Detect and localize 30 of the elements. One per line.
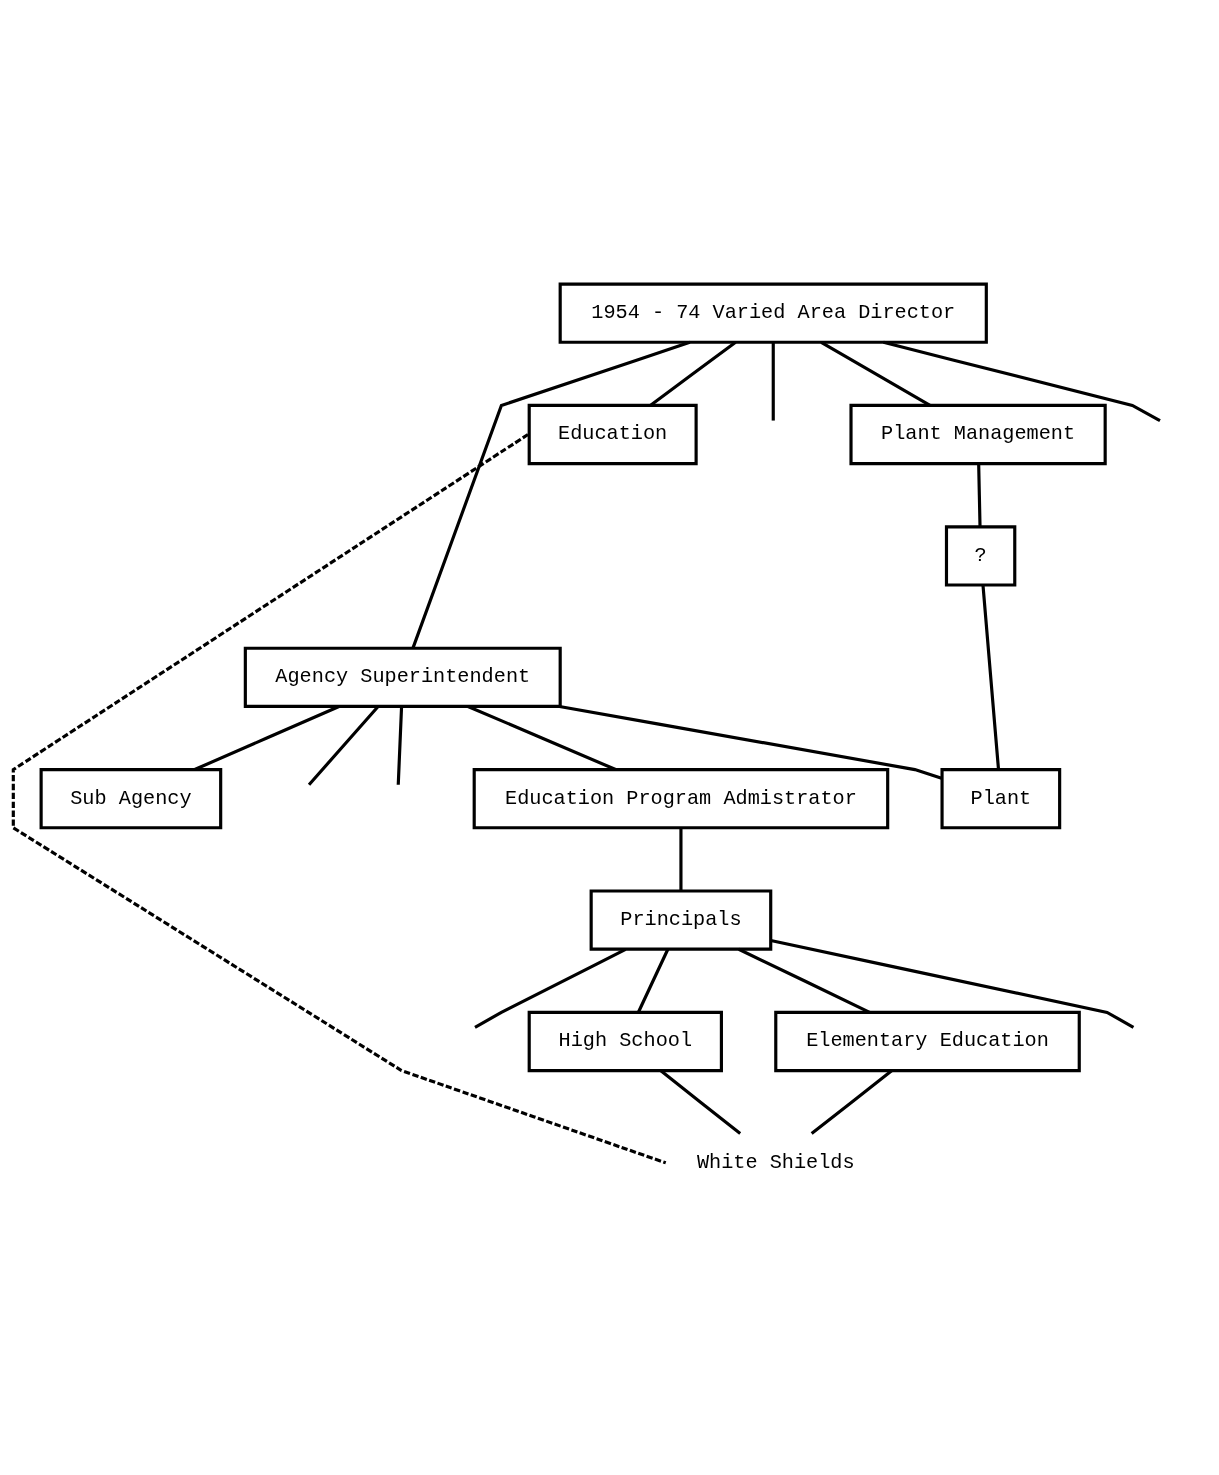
connector <box>307 705 380 786</box>
node-box: Sub Agency <box>39 767 223 829</box>
connector <box>411 340 691 649</box>
connector <box>396 706 404 785</box>
connector <box>636 948 670 1013</box>
connector <box>883 340 1161 422</box>
node-box: Principals <box>589 888 773 951</box>
node-box: Agency Superintendent <box>243 646 562 708</box>
node-box: Plant <box>940 767 1062 829</box>
connector <box>981 584 1001 770</box>
connector <box>770 938 1135 1029</box>
node-box: High School <box>527 1010 723 1072</box>
node-box: 1954 - 74 Varied Area Director <box>558 282 988 344</box>
connector <box>559 704 943 780</box>
node-text: White Shields <box>696 1150 855 1174</box>
node-box: ? <box>944 524 1017 587</box>
node-box: Education Program Admistrator <box>472 767 890 829</box>
connector <box>11 432 667 1164</box>
connector <box>474 947 627 1029</box>
node-box: Elementary Education <box>774 1010 1081 1072</box>
connector <box>679 827 683 891</box>
node-box: Plant Management <box>849 403 1107 465</box>
connector <box>467 704 617 771</box>
node-box: Education <box>527 403 698 465</box>
connector <box>820 340 931 407</box>
connector <box>194 704 340 771</box>
connector <box>738 947 871 1014</box>
connector <box>977 463 982 527</box>
connector <box>771 342 775 421</box>
connector <box>649 340 737 406</box>
